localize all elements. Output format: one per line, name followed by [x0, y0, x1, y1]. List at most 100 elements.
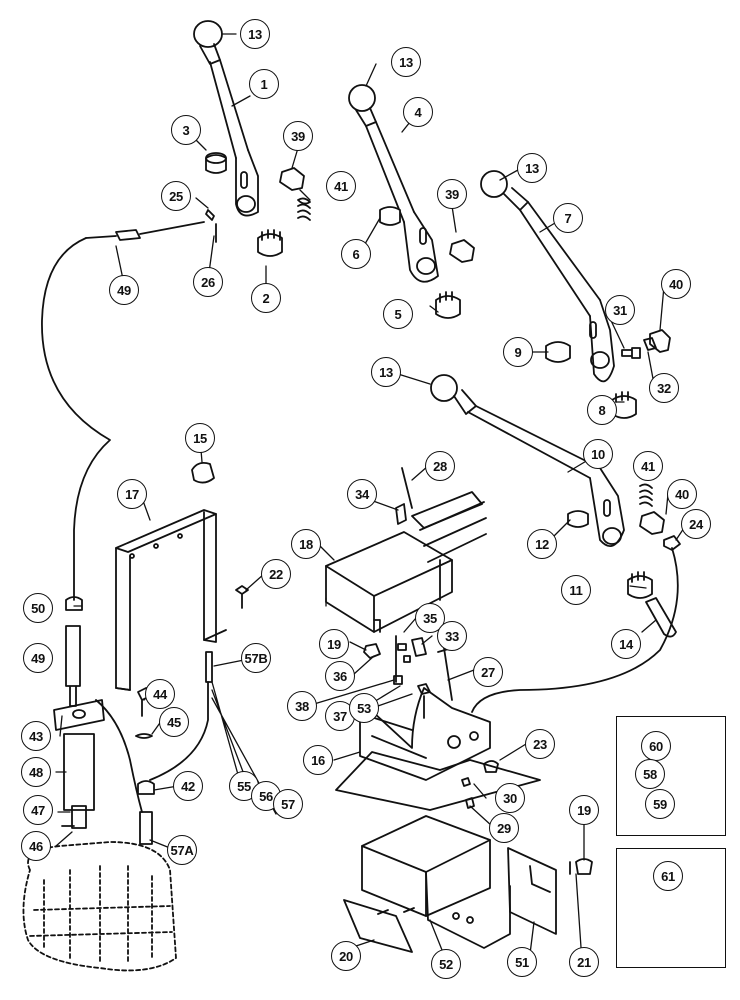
callout-label: 55: [237, 778, 251, 794]
callout-label: 17: [125, 486, 139, 502]
callout-label: 37: [333, 708, 347, 724]
callout-61: 61: [653, 861, 683, 891]
callout-40-a: 40: [661, 269, 691, 299]
lever-4-assembly: [348, 84, 475, 319]
callout-label: 48: [29, 764, 43, 780]
callout-38: 38: [287, 691, 317, 721]
callout-label: 27: [481, 664, 495, 680]
callout-18: 18: [291, 529, 321, 559]
callout-label: 41: [334, 178, 348, 194]
callout-32: 32: [649, 373, 679, 403]
callout-label: 31: [613, 302, 627, 318]
callout-label: 39: [291, 128, 305, 144]
callout-19-b: 19: [569, 795, 599, 825]
callout-28: 28: [425, 451, 455, 481]
callout-57A: 57A: [167, 835, 197, 865]
callout-5: 5: [383, 299, 413, 329]
callout-label: 35: [423, 610, 437, 626]
callout-label: 34: [355, 486, 369, 502]
callout-label: 29: [497, 820, 511, 836]
callout-58: 58: [635, 759, 665, 789]
callout-1: 1: [249, 69, 279, 99]
callout-label: 43: [29, 728, 43, 744]
callout-label: 44: [153, 686, 167, 702]
callout-label: 52: [439, 956, 453, 972]
callout-label: 40: [669, 276, 683, 292]
callout-label: 5: [394, 306, 402, 322]
callout-label: 41: [641, 458, 655, 474]
callout-25: 25: [161, 181, 191, 211]
callout-9: 9: [503, 337, 533, 367]
callout-label: 9: [514, 344, 522, 360]
callout-label: 12: [535, 536, 549, 552]
callout-label: 49: [117, 282, 131, 298]
callout-label: 7: [564, 210, 572, 226]
callout-19-a: 19: [319, 629, 349, 659]
callout-label: 56: [259, 788, 273, 804]
frame-17-assembly: [115, 461, 249, 781]
callout-label: 38: [295, 698, 309, 714]
callout-27: 27: [473, 657, 503, 687]
callout-label: 20: [339, 948, 353, 964]
callout-13-d: 13: [371, 357, 401, 387]
callout-30: 30: [495, 783, 525, 813]
callout-label: 6: [352, 246, 360, 262]
callout-53: 53: [349, 693, 379, 723]
callout-41-a: 41: [326, 171, 356, 201]
callout-label: 39: [445, 186, 459, 202]
callout-23: 23: [525, 729, 555, 759]
callout-4: 4: [403, 97, 433, 127]
callout-29: 29: [489, 813, 519, 843]
callout-59: 59: [645, 789, 675, 819]
callout-label: 15: [193, 430, 207, 446]
callout-label: 60: [649, 738, 663, 754]
pivot-bracket-assembly: [325, 467, 541, 811]
callout-24: 24: [681, 509, 711, 539]
callout-label: 57A: [170, 842, 194, 858]
callout-13-a: 13: [240, 19, 270, 49]
callout-11: 11: [561, 575, 591, 605]
callout-43: 43: [21, 721, 51, 751]
callout-label: 19: [327, 636, 341, 652]
callout-14: 14: [611, 629, 641, 659]
callout-label: 2: [262, 290, 270, 306]
callout-20: 20: [331, 941, 361, 971]
callout-label: 1: [260, 76, 268, 92]
callout-8: 8: [587, 395, 617, 425]
callout-label: 16: [311, 752, 325, 768]
callout-label: 18: [299, 536, 313, 552]
callout-label: 57B: [244, 650, 268, 666]
callout-label: 46: [29, 838, 43, 854]
callout-label: 51: [515, 954, 529, 970]
callout-label: 23: [533, 736, 547, 752]
callout-22: 22: [261, 559, 291, 589]
inset-box-upper: [616, 716, 726, 836]
callout-label: 19: [577, 802, 591, 818]
callout-label: 40: [675, 486, 689, 502]
callout-50: 50: [23, 593, 53, 623]
callout-31: 31: [605, 295, 635, 325]
callout-label: 58: [643, 766, 657, 782]
callout-label: 53: [357, 700, 371, 716]
callout-label: 10: [591, 446, 605, 462]
callout-51: 51: [507, 947, 537, 977]
callout-label: 42: [181, 778, 195, 794]
callout-26: 26: [193, 267, 223, 297]
callout-17: 17: [117, 479, 147, 509]
callout-49-a: 49: [109, 275, 139, 305]
callout-label: 61: [661, 868, 675, 884]
callout-label: 47: [31, 802, 45, 818]
callout-label: 13: [379, 364, 393, 380]
callout-40-b: 40: [667, 479, 697, 509]
callout-label: 4: [414, 104, 422, 120]
callout-60: 60: [641, 731, 671, 761]
leader-lines: [55, 33, 687, 963]
callout-15: 15: [185, 423, 215, 453]
lever-1-assembly: [41, 20, 311, 601]
callout-44: 44: [145, 679, 175, 709]
callout-52: 52: [431, 949, 461, 979]
callout-label: 13: [248, 26, 262, 42]
callout-57B: 57B: [241, 643, 271, 673]
callout-2: 2: [251, 283, 281, 313]
